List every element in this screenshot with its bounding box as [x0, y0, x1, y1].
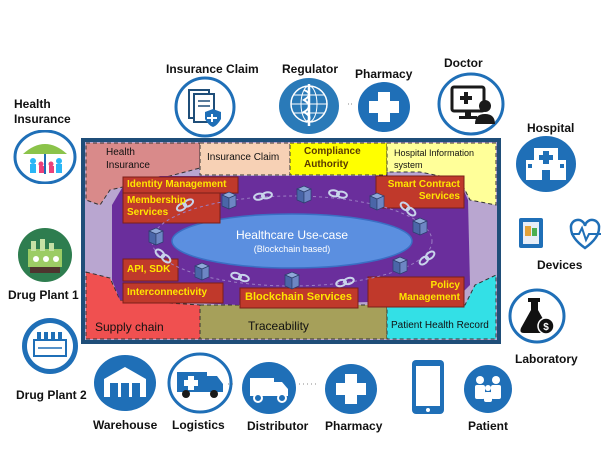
chain-link-icon: [327, 188, 349, 200]
factory-icon: [16, 227, 74, 283]
label-regulator: Regulator: [282, 62, 339, 76]
cube-icon: [194, 262, 210, 281]
chain-link-icon: [398, 199, 418, 219]
cube-icon: [412, 217, 428, 236]
region-label-health-insurance: Health Insurance: [106, 147, 150, 171]
center-title: Healthcare Use-case: [235, 228, 349, 242]
factory-icon: [20, 316, 80, 376]
region-label-traceability: Traceability: [248, 319, 309, 333]
label-membership-services: Membership Services: [127, 195, 186, 218]
label-interconnectivity: Interconnectivity: [127, 287, 208, 298]
tablet-heartbeat-icon: [515, 214, 609, 252]
label-hospital: Hospital: [527, 121, 575, 135]
hospital-building-icon: [514, 134, 578, 194]
chain-link-icon: [229, 270, 251, 284]
cube-icon: [392, 256, 408, 275]
label-policy-management: Policy Management: [398, 280, 460, 303]
chain-link-icon: [334, 275, 356, 289]
chain-link-icon: [153, 246, 173, 266]
cube-icon: [296, 185, 312, 204]
doctor-monitor-icon: [437, 72, 505, 136]
region-label-hospital-info: Hospital Information system: [394, 148, 475, 170]
document-shield-icon: [173, 76, 237, 138]
label-insurance-claim: Insurance Claim: [166, 62, 259, 76]
label-devices: Devices: [537, 258, 583, 272]
ambulance-truck-icon: [167, 352, 233, 414]
cube-icon: [148, 227, 164, 246]
umbrella-family-icon: [13, 130, 77, 184]
flask-money-icon: $: [508, 288, 566, 344]
who-emblem-icon: [276, 76, 342, 136]
label-doctor: Doctor: [444, 56, 483, 70]
label-pharmacy-top: Pharmacy: [355, 67, 413, 81]
center-subtitle: (Blockchain based): [253, 244, 331, 254]
region-label-insurance-claim: Insurance Claim: [207, 152, 280, 163]
cube-icon: [221, 191, 237, 210]
label-logistics: Logistics: [172, 418, 225, 432]
chain-link-icon: [417, 248, 437, 268]
medical-cross-icon: [323, 362, 379, 416]
region-label-compliance-authority: Compliance Authority: [304, 146, 361, 170]
svg-text:$: $: [543, 322, 549, 333]
label-laboratory: Laboratory: [515, 352, 578, 366]
label-pharmacy-bottom: Pharmacy: [325, 419, 383, 433]
label-blockchain-services: Blockchain Services: [245, 291, 353, 303]
label-identity-management: Identity Management: [127, 179, 227, 190]
smartphone-family-icon: [408, 356, 514, 418]
label-api-sdk: API, SDK: [127, 264, 171, 275]
chain-link-icon: [252, 190, 274, 202]
label-warehouse: Warehouse: [93, 418, 158, 432]
medical-cross-icon: [356, 80, 412, 134]
region-label-patient-health-record: Patient Health Record: [391, 320, 489, 331]
label-smart-contract: Smart Contract Services: [387, 179, 460, 202]
label-drug-plant-2: Drug Plant 2: [16, 388, 87, 402]
cube-icon: [284, 271, 300, 290]
delivery-truck-icon: [240, 360, 298, 416]
label-drug-plant-1: Drug Plant 1: [8, 288, 79, 302]
label-distributor: Distributor: [247, 419, 309, 433]
region-label-supply-chain: Supply chain: [95, 320, 164, 334]
label-patient: Patient: [468, 419, 509, 433]
warehouse-icon: [92, 353, 158, 413]
label-health-insurance: Health Insurance: [14, 97, 71, 126]
